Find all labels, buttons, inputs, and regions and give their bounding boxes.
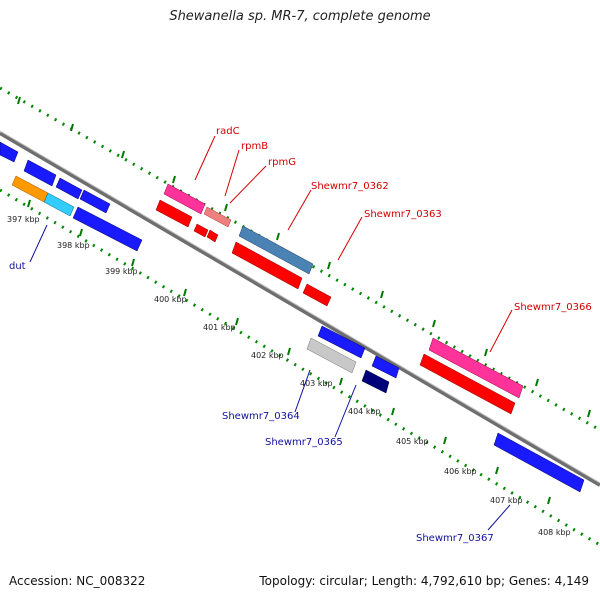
tick-label-407: 407 kbp xyxy=(490,496,523,505)
forward-genes xyxy=(0,141,524,399)
accession-text: Accession: NC_008322 xyxy=(9,574,146,588)
label-shewmr7-0366: Shewmr7_0366 xyxy=(514,302,592,313)
tick-label-400: 400 kbp xyxy=(154,295,187,304)
reverse-genes xyxy=(11,175,585,493)
gene-red-rev-1 xyxy=(155,199,193,228)
gene-red-rev-3 xyxy=(206,229,219,243)
genome-backbone xyxy=(0,131,600,487)
gene-blue-rev-3 xyxy=(371,355,400,379)
gene-0362 xyxy=(238,225,314,275)
map-title: Shewanella sp. MR-7, complete genome xyxy=(169,9,431,24)
gene-dut xyxy=(43,192,75,217)
inner-major-ticks xyxy=(27,199,551,505)
gene-red-rev-2 xyxy=(193,223,209,238)
gene-0363 xyxy=(231,241,303,290)
tick-label-405: 405 kbp xyxy=(396,437,429,446)
leader-lines-forward xyxy=(194,135,513,353)
gene-blue-fwd-3 xyxy=(55,177,83,200)
gene-blue-fwd-2 xyxy=(23,159,57,187)
gene-0365 xyxy=(361,369,390,394)
tick-label-404: 404 kbp xyxy=(348,407,381,416)
gene-blue-fwd-1 xyxy=(0,141,19,163)
inner-dotted-track xyxy=(0,188,600,547)
label-shewmr7-0364: Shewmr7_0364 xyxy=(222,411,300,422)
gene-blue-fwd-4 xyxy=(79,189,111,214)
tick-label-401: 401 kbp xyxy=(203,323,236,332)
tick-label-403: 403 kbp xyxy=(300,379,333,388)
label-rpmG: rpmG xyxy=(268,157,296,168)
gene-0364 xyxy=(306,337,357,374)
outer-major-ticks xyxy=(17,96,591,418)
label-dut: dut xyxy=(9,261,26,272)
label-radC: radC xyxy=(216,126,240,137)
gene-0367 xyxy=(493,432,585,493)
tick-label-397: 397 kbp xyxy=(7,215,40,224)
tick-label-402: 402 kbp xyxy=(251,351,284,360)
tick-label-408: 408 kbp xyxy=(538,528,571,537)
label-shewmr7-0367: Shewmr7_0367 xyxy=(416,533,494,544)
label-shewmr7-0365: Shewmr7_0365 xyxy=(265,437,343,448)
label-shewmr7-0363: Shewmr7_0363 xyxy=(364,209,442,220)
gene-0366 xyxy=(428,337,524,399)
gene-rpmB xyxy=(203,206,232,228)
gene-blue-rev-1 xyxy=(72,206,143,252)
label-shewmr7-0362: Shewmr7_0362 xyxy=(311,181,389,192)
genome-backbone-highlight xyxy=(0,130,600,484)
gene-red-rev-4 xyxy=(302,283,332,307)
label-rpmB: rpmB xyxy=(241,141,268,152)
topology-text: Topology: circular; Length: 4,792,610 bp… xyxy=(259,574,589,588)
gene-red-rev-5 xyxy=(419,353,516,415)
tick-label-398: 398 kbp xyxy=(57,241,90,250)
gene-blue-rev-2 xyxy=(317,325,366,359)
leader-lines-reverse xyxy=(29,224,511,531)
gene-radC xyxy=(163,183,206,215)
tick-label-406: 406 kbp xyxy=(444,467,477,476)
tick-label-399: 399 kbp xyxy=(105,267,138,276)
